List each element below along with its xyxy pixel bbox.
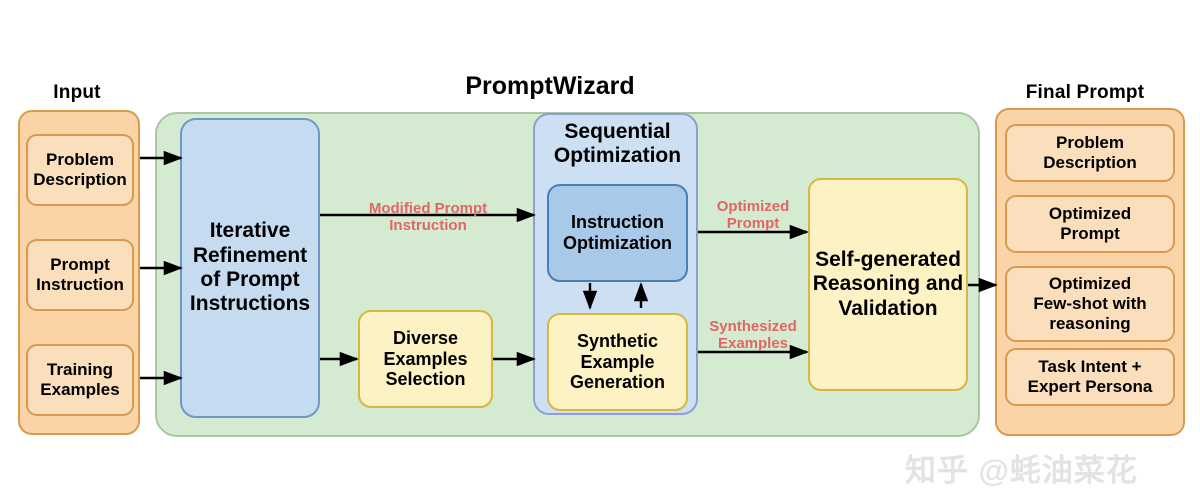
diagram-title: PromptWizard: [465, 72, 635, 100]
watermark: 知乎 @蚝油菜花: [905, 453, 1138, 488]
final-item-task-intent[interactable]: Task Intent +Expert Persona: [1005, 348, 1175, 406]
final-item-label: Task Intent +Expert Persona: [1027, 357, 1153, 396]
final-panel-heading: Final Prompt: [1025, 82, 1145, 103]
input-panel-heading: Input: [53, 82, 101, 103]
